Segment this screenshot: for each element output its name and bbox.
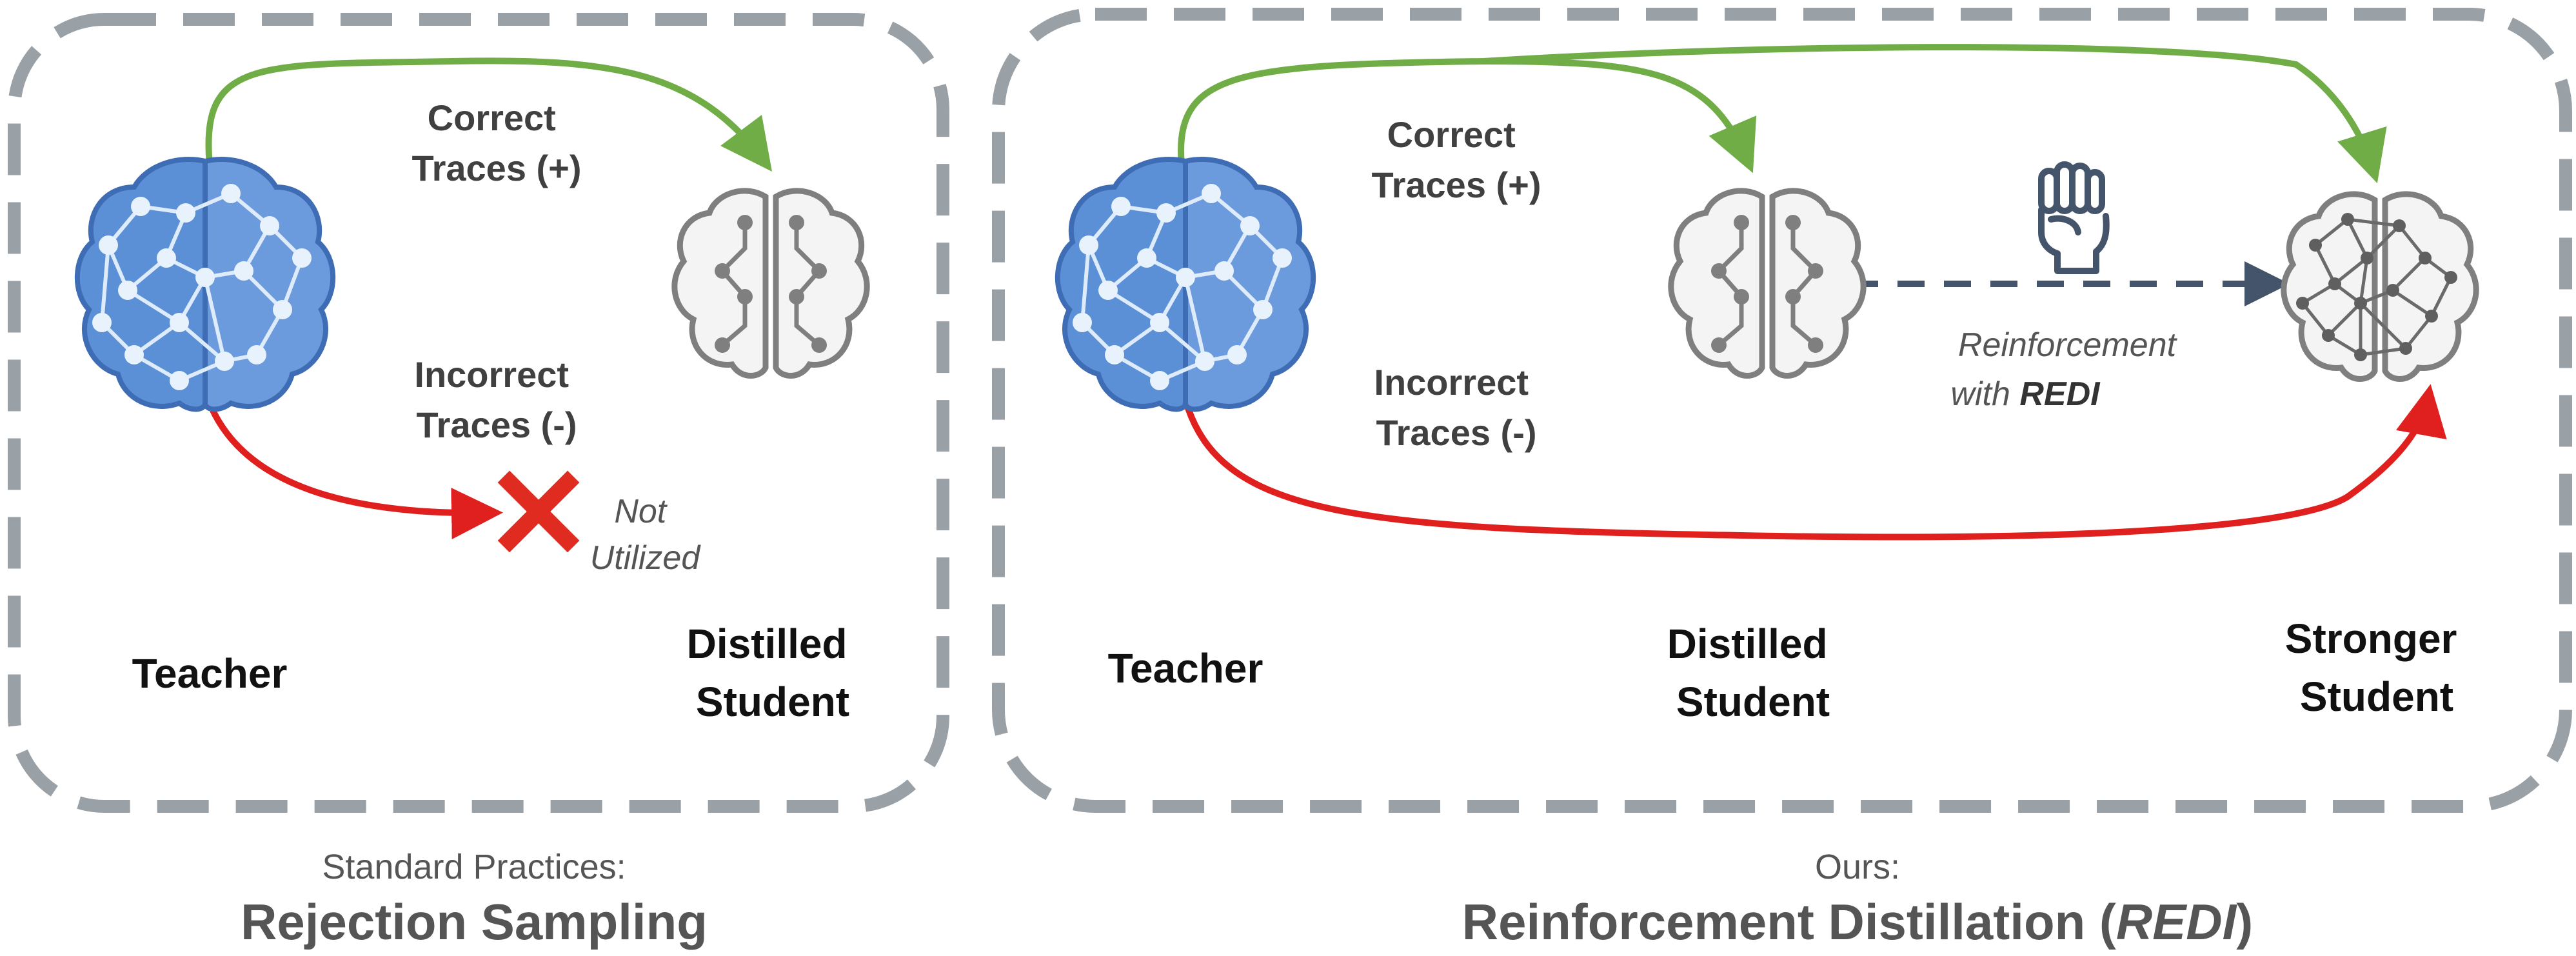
svg-text:Distilled Student: Distilled Student bbox=[1667, 621, 1839, 725]
svg-text:with REDI: with REDI bbox=[1950, 375, 2101, 413]
svg-text:Incorrect Traces (-): Incorrect Traces (-) bbox=[1374, 362, 1538, 453]
left-incorrect-line1: Incorrect bbox=[414, 354, 569, 395]
stronger-student-brain-icon bbox=[2284, 194, 2476, 379]
right-student-line1: Distilled bbox=[1667, 621, 1828, 667]
reinforcement-with: with bbox=[1950, 375, 2019, 413]
raised-fist-icon bbox=[2038, 161, 2110, 274]
right-teacher-label: Teacher bbox=[1108, 645, 1263, 692]
left-student-line2: Student bbox=[696, 679, 849, 725]
not-utilized-line1: Not bbox=[614, 493, 668, 530]
svg-text:Not Utilized: Not Utilized bbox=[590, 493, 702, 577]
right-incorrect-arrow bbox=[1182, 384, 2447, 541]
reinforcement-line1: Reinforcement bbox=[1958, 326, 2178, 364]
reinforcement-redi: REDI bbox=[2019, 375, 2101, 413]
not-utilized-line2: Utilized bbox=[590, 539, 702, 577]
left-student-line1: Distilled bbox=[687, 621, 847, 667]
right-caption-main-emph: REDI bbox=[2116, 893, 2237, 950]
left-incorrect-line2: Traces (-) bbox=[417, 404, 577, 445]
left-caption-main: Rejection Sampling bbox=[241, 893, 708, 950]
left-correct-line1: Correct bbox=[428, 97, 556, 138]
left-correct-line2: Traces (+) bbox=[411, 148, 581, 188]
left-student-brain-icon bbox=[675, 191, 867, 376]
left-teacher-label: Teacher bbox=[132, 650, 288, 697]
left-correct-arrow bbox=[205, 57, 773, 172]
right-student-line2: Student bbox=[1676, 679, 1830, 725]
right-correct-line2: Traces (+) bbox=[1371, 164, 1541, 205]
right-caption-main-suffix: ) bbox=[2236, 893, 2253, 950]
right-student-brain-icon bbox=[1671, 191, 1863, 376]
right-correct-arrow-to-student bbox=[1178, 57, 1757, 174]
svg-text:Stronger Student: Stronger Student bbox=[2285, 615, 2468, 720]
right-teacher-brain-icon bbox=[1058, 159, 1313, 410]
x-mark-icon bbox=[497, 470, 580, 553]
right-caption-main-prefix: Reinforcement Distillation ( bbox=[1462, 893, 2116, 950]
stronger-line1: Stronger bbox=[2285, 615, 2457, 662]
left-incorrect-arrow bbox=[206, 402, 503, 539]
right-incorrect-line2: Traces (-) bbox=[1376, 412, 1537, 453]
svg-text:Reinforcement: Reinforcement bbox=[1958, 326, 2178, 364]
right-panel-border bbox=[992, 8, 2572, 813]
left-caption-sub: Standard Practices: bbox=[322, 848, 626, 886]
left-teacher-brain-icon bbox=[77, 159, 333, 410]
right-incorrect-line1: Incorrect bbox=[1374, 362, 1529, 403]
left-panel-border bbox=[8, 13, 949, 813]
svg-text:Incorrect Traces (-): Incorrect Traces (-) bbox=[414, 354, 579, 445]
right-caption-sub: Ours: bbox=[1815, 848, 1900, 886]
right-correct-arrow-to-stronger bbox=[1483, 44, 2387, 184]
svg-text:Correct Traces (+): Correct Traces (+) bbox=[411, 97, 581, 188]
stronger-line2: Student bbox=[2300, 673, 2453, 720]
svg-text:Correct Traces (+): Correct Traces (+) bbox=[1371, 114, 1541, 205]
svg-text:Distilled Student: Distilled Student bbox=[687, 621, 859, 725]
svg-text:Reinforcement Distillation (RE: Reinforcement Distillation (REDI) bbox=[1462, 893, 2253, 950]
right-correct-line1: Correct bbox=[1387, 114, 1516, 155]
